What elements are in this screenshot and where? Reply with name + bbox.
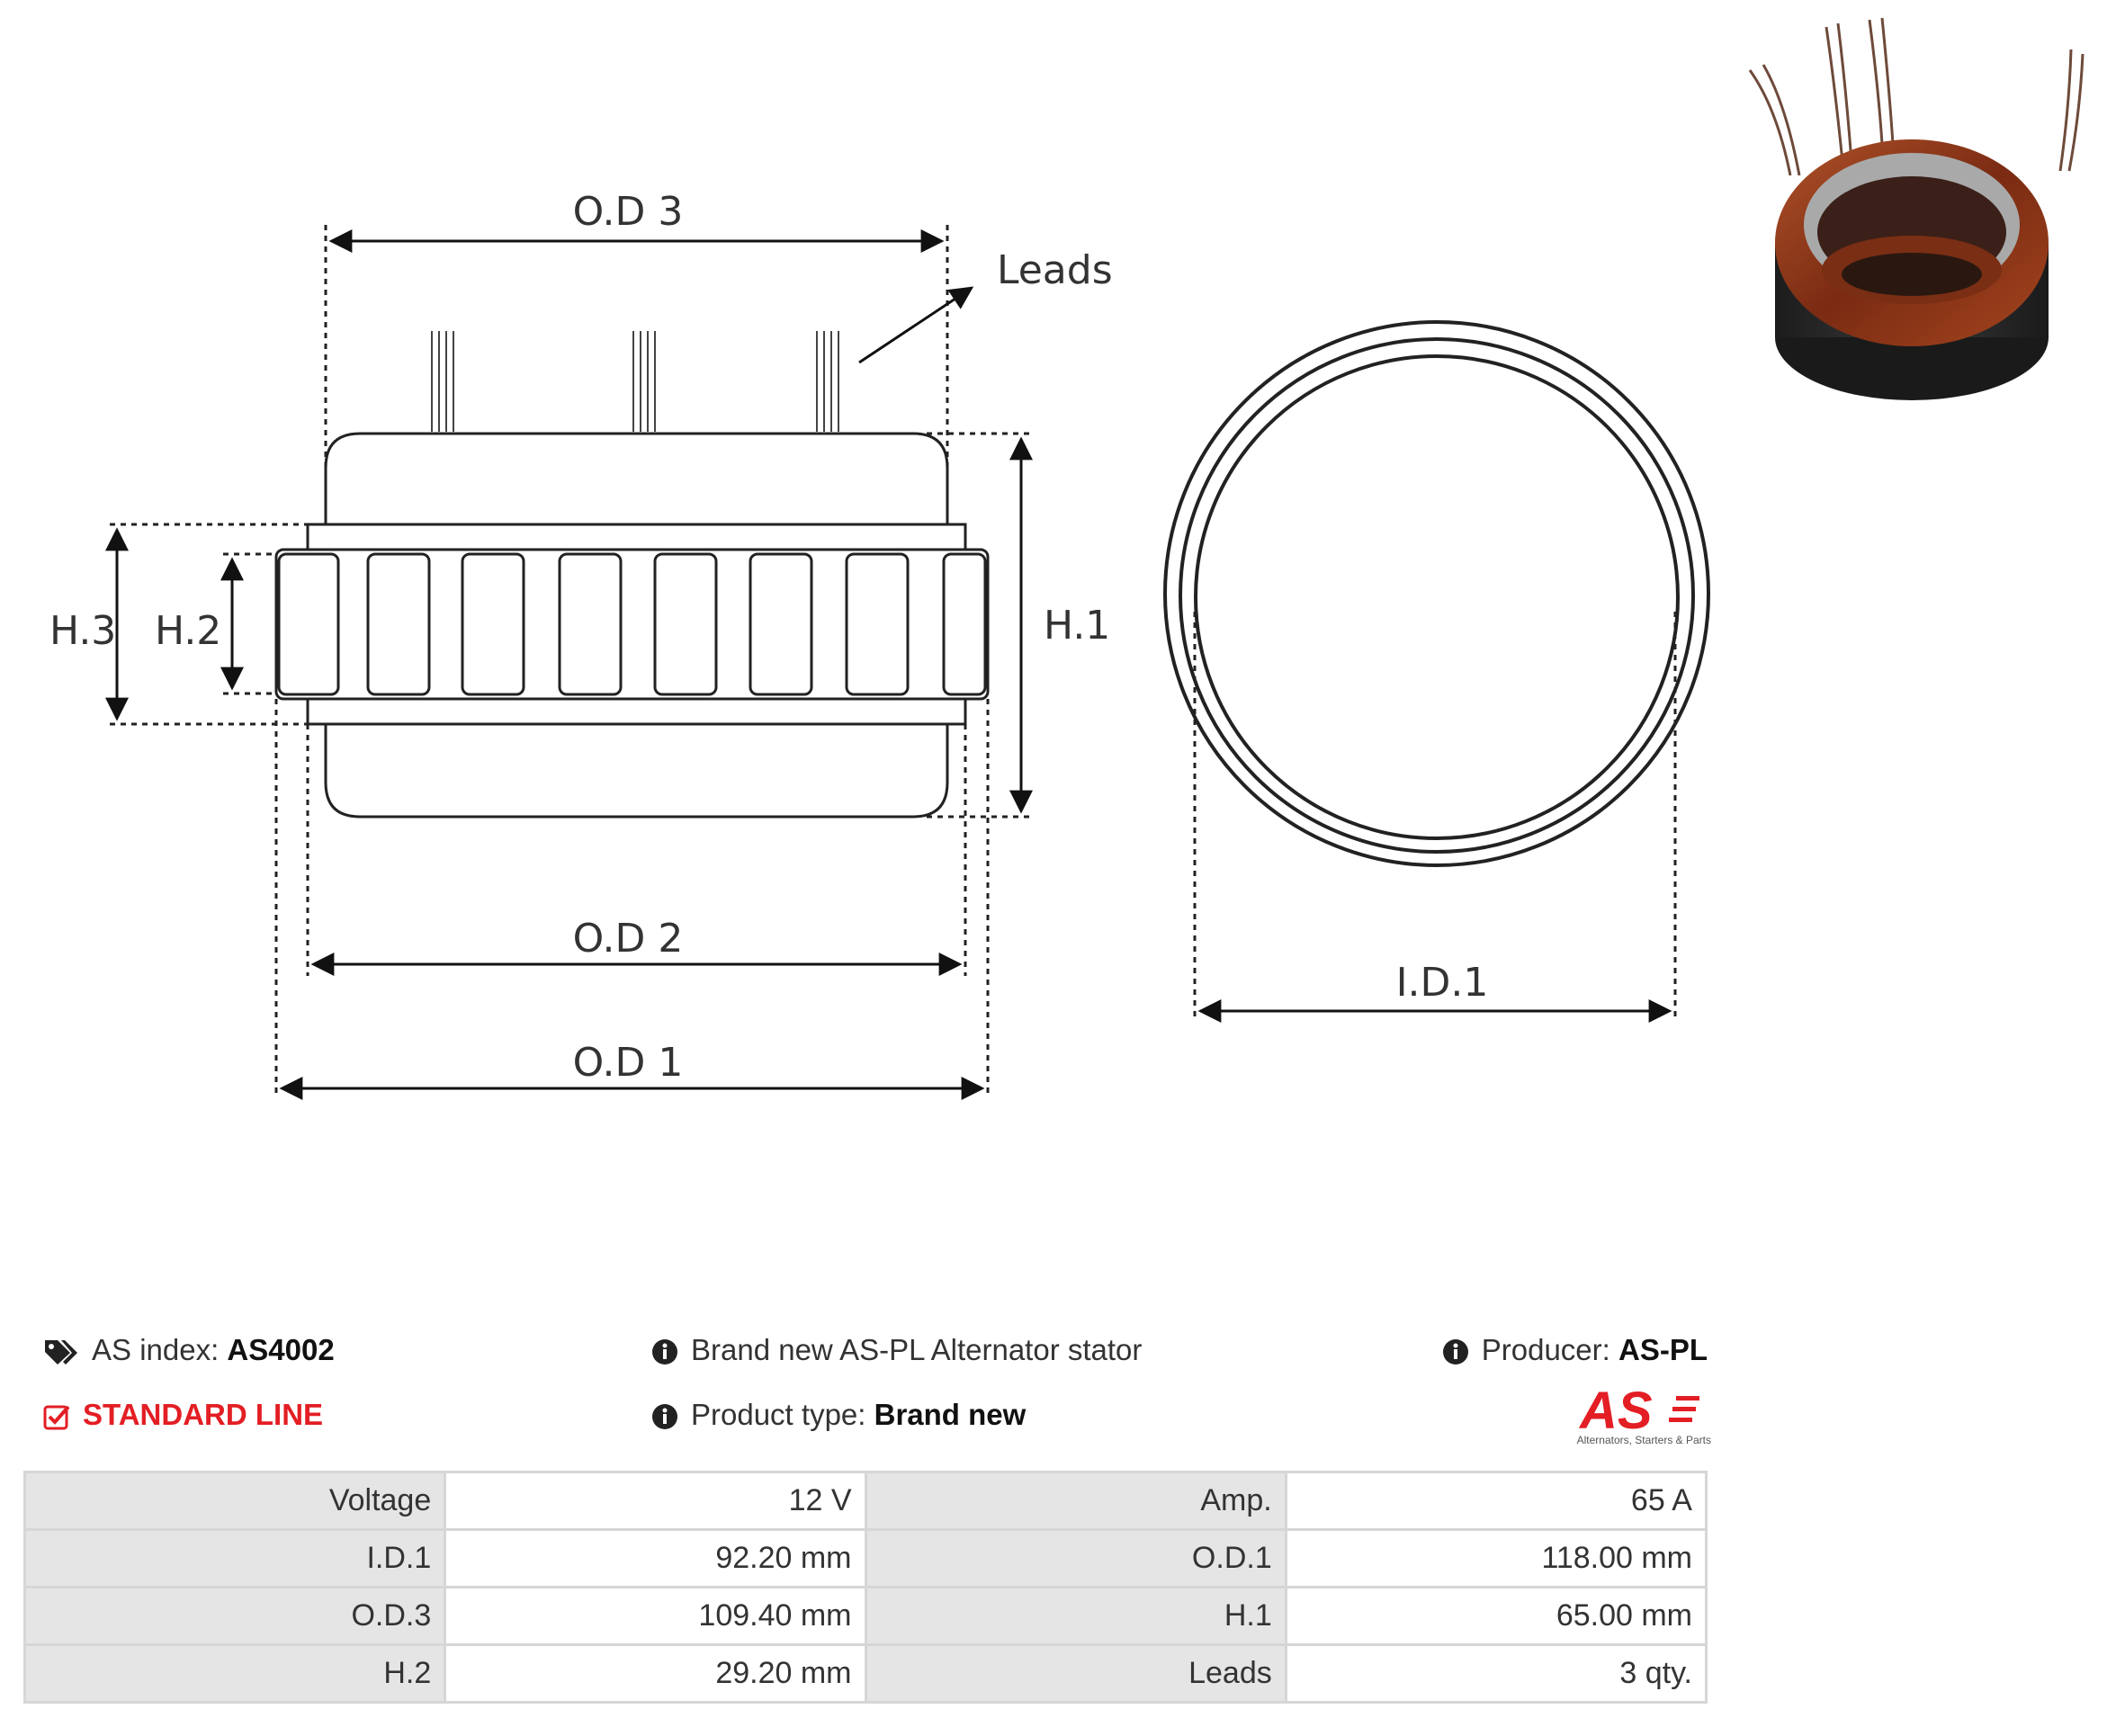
description: Brand new AS-PL Alternator stator — [651, 1333, 1142, 1373]
label-h2: H.2 — [155, 608, 221, 654]
spec-label: O.D.3 — [22, 1586, 447, 1646]
info-icon — [651, 1403, 678, 1437]
spec-value: 29.20 mm — [444, 1643, 867, 1704]
lead-wires — [431, 331, 839, 432]
product-type-label: Product type: — [691, 1398, 866, 1431]
info-icon — [1442, 1338, 1469, 1373]
tags-icon — [43, 1338, 79, 1373]
table-row: O.D.3 109.40 mm H.1 65.00 mm — [22, 1586, 1708, 1646]
spec-label: Voltage — [22, 1471, 447, 1531]
standard-line: STANDARD LINE — [43, 1398, 323, 1437]
stator-front-view — [1163, 320, 1710, 867]
spec-value: 65 A — [1284, 1471, 1708, 1531]
label-od1: O.D 1 — [573, 1040, 684, 1086]
standard-line-label: STANDARD LINE — [83, 1398, 324, 1431]
as-pl-logo: AS Alternators, Starters & Parts — [1546, 1382, 1711, 1448]
spec-label: I.D.1 — [22, 1528, 447, 1588]
spec-label: H.2 — [22, 1643, 447, 1704]
product-type-value: Brand new — [874, 1398, 1027, 1431]
table-row: H.2 29.20 mm Leads 3 qty. — [22, 1643, 1708, 1704]
table-row: I.D.1 92.20 mm O.D.1 118.00 mm — [22, 1528, 1708, 1588]
info-icon — [651, 1338, 678, 1373]
stator-product-photo — [1748, 17, 2085, 400]
specifications-table: Voltage 12 V Amp. 65 A I.D.1 92.20 mm O.… — [22, 1471, 1708, 1704]
dimension-lines — [105, 229, 1672, 1100]
as-index-label: AS index: — [92, 1333, 220, 1366]
label-h1: H.1 — [1044, 603, 1110, 649]
label-id1: I.D.1 — [1396, 960, 1489, 1006]
as-logo-mark: AS — [1578, 1382, 1699, 1440]
spec-value: 65.00 mm — [1284, 1586, 1708, 1646]
spec-label: Amp. — [864, 1471, 1287, 1531]
as-index: AS index: AS4002 — [43, 1333, 335, 1373]
spec-value: 118.00 mm — [1284, 1528, 1708, 1588]
producer-value: AS-PL — [1618, 1333, 1708, 1366]
spec-value: 92.20 mm — [444, 1528, 867, 1588]
svg-text:AS: AS — [1578, 1383, 1653, 1434]
spec-label: Leads — [864, 1643, 1287, 1704]
label-od3: O.D 3 — [573, 189, 684, 235]
spec-value: 3 qty. — [1284, 1643, 1708, 1704]
product-type: Product type: Brand new — [651, 1398, 1026, 1437]
spec-label: O.D.1 — [864, 1528, 1287, 1588]
label-od2: O.D 2 — [573, 916, 684, 962]
spec-label: H.1 — [864, 1586, 1287, 1646]
producer: Producer: AS-PL — [1442, 1333, 1708, 1373]
stator-side-view — [274, 331, 990, 819]
checkbox-icon — [43, 1403, 70, 1437]
as-index-value: AS4002 — [227, 1333, 335, 1366]
spec-value: 109.40 mm — [444, 1586, 867, 1646]
logo-tagline: Alternators, Starters & Parts — [1576, 1434, 1711, 1446]
label-h3: H.3 — [49, 608, 116, 654]
label-leads: Leads — [997, 247, 1113, 293]
description-text: Brand new AS-PL Alternator stator — [691, 1333, 1143, 1366]
table-row: Voltage 12 V Amp. 65 A — [22, 1471, 1708, 1531]
producer-label: Producer: — [1481, 1333, 1610, 1366]
spec-value: 12 V — [444, 1471, 867, 1531]
